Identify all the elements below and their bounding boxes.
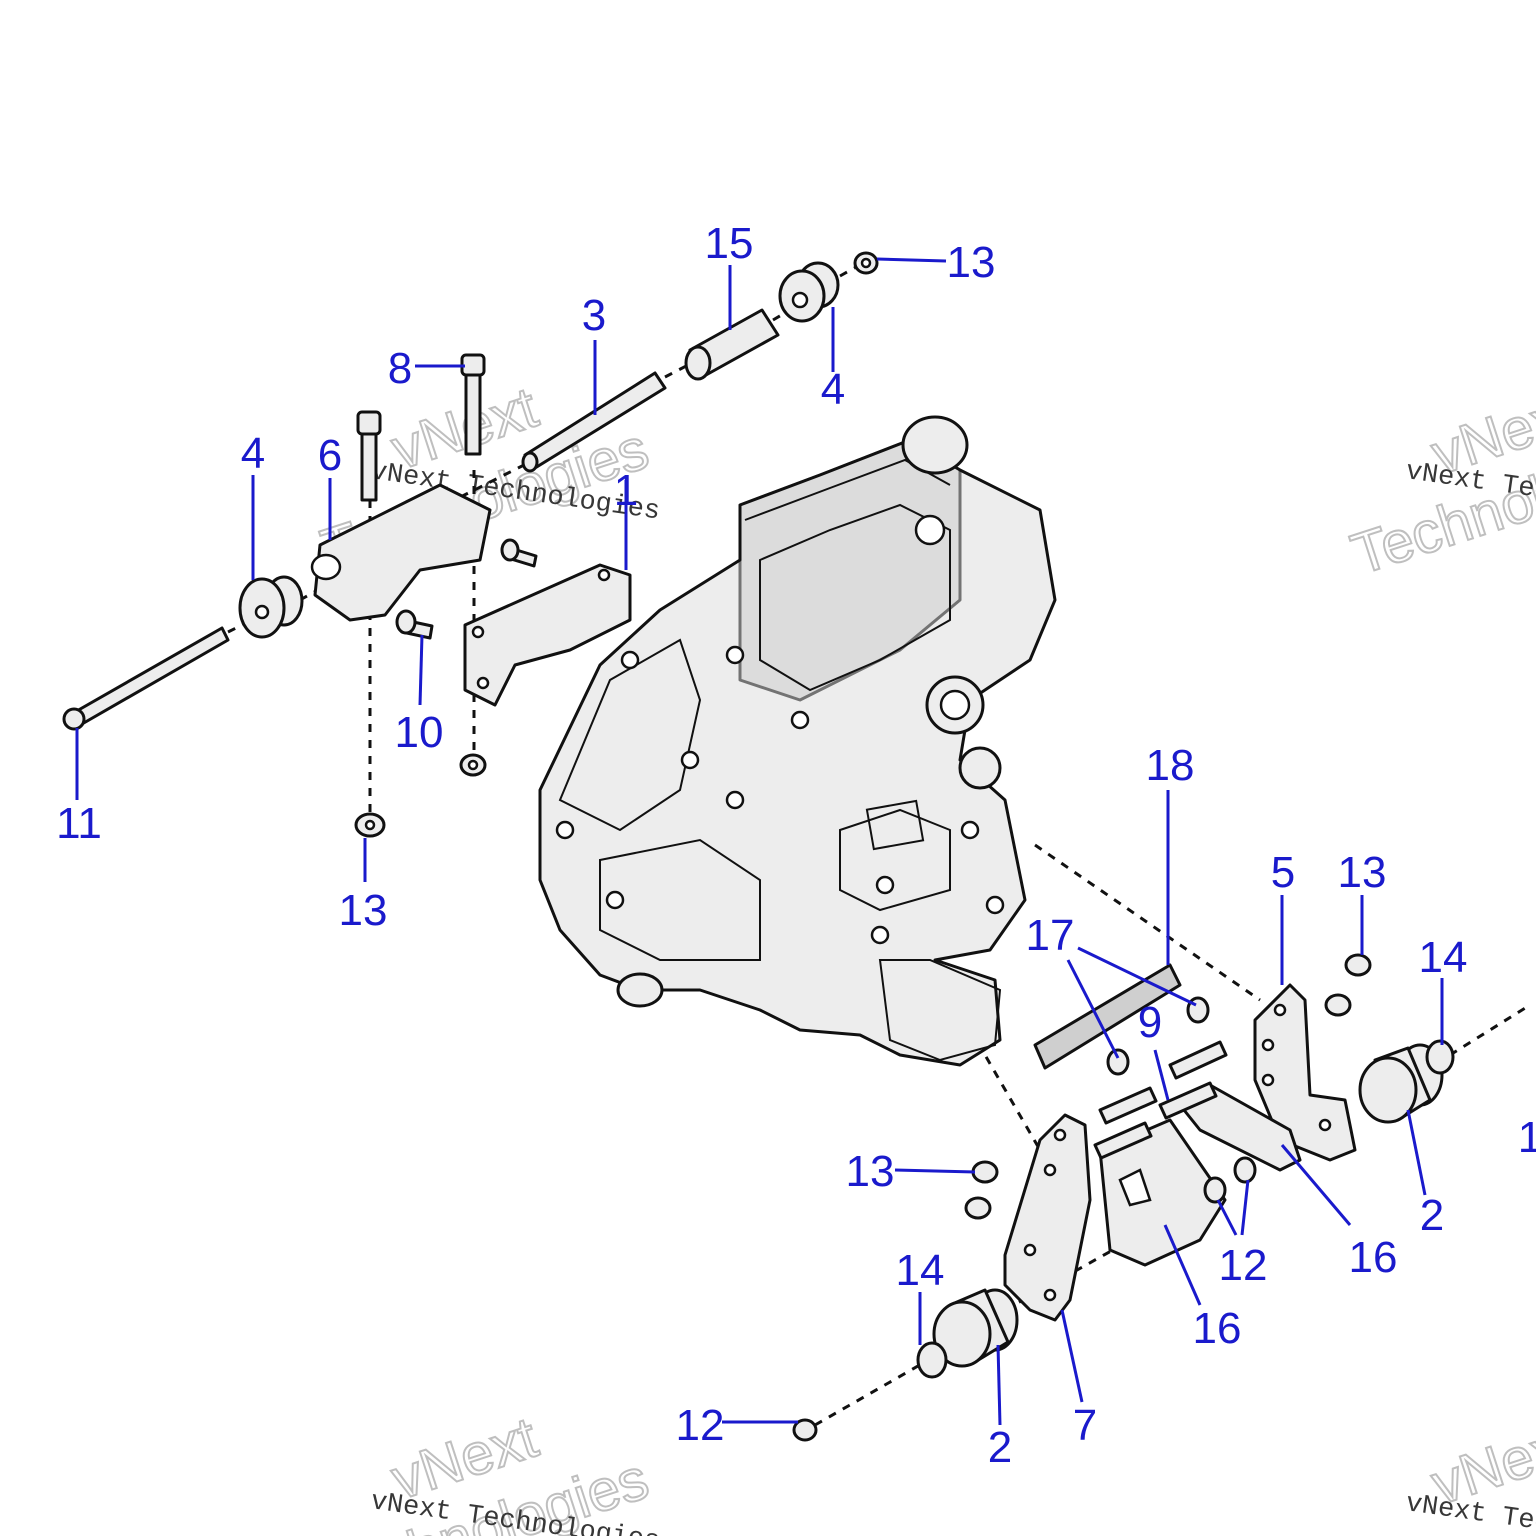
nut-13-left (354, 812, 386, 838)
callout-10: 10 (395, 708, 444, 757)
sleeve-15 (684, 308, 780, 381)
callout-6: 6 (318, 431, 342, 480)
callout-4-top: 4 (821, 365, 845, 414)
watermark-right: vNext Technologies vNext Technologies (1343, 379, 1536, 589)
watermark-bottom-right: vNext vNext Technologies (1404, 1409, 1536, 1536)
bolt-8 (460, 353, 486, 456)
callout-4-left: 4 (241, 429, 265, 478)
callout-17: 17 (1026, 911, 1075, 960)
callout-13-right: 13 (1338, 848, 1387, 897)
bolt-vertical-left (356, 410, 382, 502)
long-bolt-11 (62, 626, 230, 731)
callout-11: 11 (56, 799, 102, 848)
bushing-4-left (238, 575, 304, 639)
callout-13-left: 13 (339, 886, 388, 935)
callout-13-top: 13 (947, 238, 996, 287)
callout-14-lower: 14 (896, 1246, 945, 1295)
bracket-5 (1253, 983, 1357, 1162)
mount-block-6 (310, 483, 492, 622)
bolt-10 (395, 609, 434, 640)
callout-2-lower: 2 (988, 1423, 1012, 1472)
callout-16-right: 16 (1349, 1233, 1398, 1282)
mount-2-right (1358, 1039, 1455, 1124)
bolt-small-top (500, 538, 538, 568)
callout-15: 15 (705, 219, 754, 268)
stud-17a (1106, 1048, 1130, 1076)
callout-13-lower: 13 (846, 1147, 895, 1196)
nut-13-top (853, 251, 879, 275)
callout-7: 7 (1073, 1401, 1097, 1450)
engine-assembly (538, 415, 1057, 1067)
callout-5: 5 (1271, 848, 1295, 897)
callout-18: 18 (1146, 741, 1195, 790)
callout-3: 3 (582, 291, 606, 340)
leader-lines (75, 257, 1444, 1426)
bracket-18 (1033, 963, 1182, 1070)
nuts-13-lower (792, 953, 1372, 1442)
callout-2-right: 2 (1420, 1191, 1444, 1240)
callout-8: 8 (388, 344, 412, 393)
mount-2-lower (916, 1288, 1019, 1379)
plate-16-lower (1098, 1118, 1227, 1267)
shaft-3 (521, 371, 667, 473)
callout-14-right: 14 (1419, 933, 1468, 982)
bushing-4-top (778, 261, 840, 323)
nut-lower-mid (459, 753, 487, 777)
callout-12-lower: 12 (676, 1401, 725, 1450)
callout-labels: 1 2 2 3 4 4 5 6 7 8 9 10 11 12 12 13 13 … (56, 219, 1536, 1472)
callout-1: 1 (614, 466, 638, 515)
callout-16-lower: 16 (1193, 1304, 1242, 1353)
bracket-1 (463, 563, 632, 707)
callout-12-right: 12 (1219, 1241, 1268, 1290)
bolts-9 (1093, 1040, 1228, 1160)
callout-9: 9 (1138, 998, 1162, 1047)
watermark-bottom-left: vNext Technologies vNext Technologies (313, 1404, 662, 1536)
bracket-7 (1003, 1113, 1092, 1322)
callout-1-edge: 1 (1518, 1113, 1536, 1162)
